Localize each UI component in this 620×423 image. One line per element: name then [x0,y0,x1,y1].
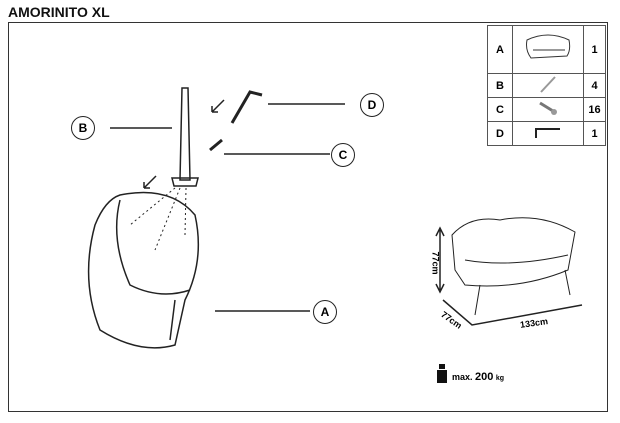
document-title: AMORINITO XL [8,4,110,20]
part-qty: 1 [583,121,606,146]
callout-d: D [360,93,384,117]
sofa-back-drawing [87,191,200,349]
height-dimension: 77cm [430,251,441,275]
table-row: C 16 [487,97,606,122]
callout-b: B [71,116,95,140]
small-sofa-drawing [451,217,576,316]
sofa-icon [526,34,571,59]
arrow-icon [143,175,157,189]
mounting-plate [171,177,199,187]
weight-icon [437,364,447,383]
max-load-unit: kg [495,375,505,382]
leg-drawing [179,87,191,181]
part-letter: C [487,97,513,122]
screw-drawing [209,138,223,152]
allen-key-drawing [230,90,263,124]
callout-a: A [313,300,337,324]
screw-icon [539,101,557,115]
instruction-frame [8,22,608,412]
part-qty: 16 [583,97,606,122]
callout-c: C [331,143,355,167]
allen-key-icon [535,128,560,138]
arrow-icon [211,99,225,113]
max-load-prefix: max. [452,372,473,382]
leg-icon [540,76,556,93]
max-load-value: 200 [475,371,494,383]
max-load: max. 200 kg [452,371,504,383]
part-letter: A [487,25,513,74]
